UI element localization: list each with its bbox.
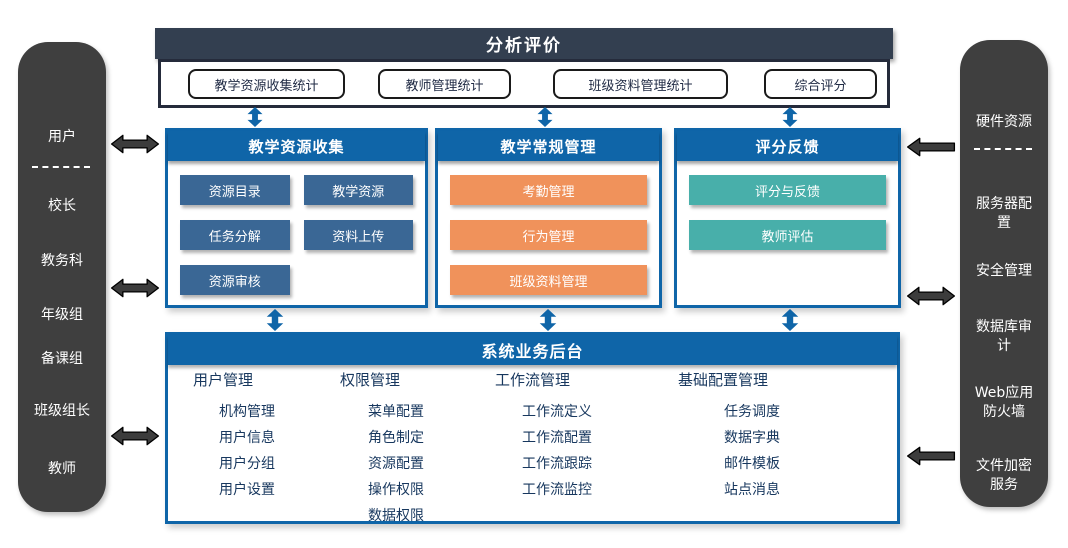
button-material-upload[interactable]: 资料上传 (303, 220, 413, 250)
vertical-double-arrow-icon (780, 107, 800, 127)
backend-item[interactable]: 任务调度 (724, 404, 780, 420)
backend-item[interactable]: 角色制定 (368, 430, 424, 446)
backend-item[interactable]: 工作流配置 (522, 430, 592, 446)
left-sidebar-item: 校长 (48, 198, 76, 214)
vertical-double-arrow-icon (780, 309, 800, 331)
backend-item[interactable]: 机构管理 (219, 404, 275, 420)
panel-routine-management: 教学常规管理 考勤管理 行为管理 班级资料管理 (435, 128, 662, 308)
backend-item[interactable]: 邮件模板 (724, 456, 780, 472)
right-sidebar-item: 服务器配置 (976, 196, 1032, 231)
group-title: 工作流管理 (495, 371, 571, 389)
panel-resource-collection: 教学资源收集 资源目录 教学资源 任务分解 资料上传 资源审核 (165, 128, 428, 308)
backend-item[interactable]: 用户信息 (219, 430, 275, 446)
group-user-management: 用户管理 机构管理 用户信息 用户分组 用户设置 (193, 369, 275, 503)
left-sidebar-item: 班级组长 (34, 403, 90, 419)
left-arrow-icon (905, 134, 957, 160)
double-arrow-icon (109, 423, 161, 449)
right-sidebar: 硬件资源 服务器配置 安全管理 数据库审计 Web应用防火墙 文件加密服务 (960, 40, 1048, 507)
group-title: 基础配置管理 (678, 371, 769, 389)
backend-section: 系统业务后台 用户管理 机构管理 用户信息 用户分组 用户设置 权限管理 菜单配… (165, 332, 900, 524)
backend-item[interactable]: 站点消息 (724, 482, 780, 498)
panel-routine-management-body: 考勤管理 行为管理 班级资料管理 (438, 161, 659, 309)
backend-item[interactable]: 工作流定义 (522, 404, 592, 420)
left-sidebar-item: 教务科 (41, 253, 83, 269)
button-task-breakdown[interactable]: 任务分解 (180, 220, 290, 250)
button-behavior-management[interactable]: 行为管理 (450, 220, 647, 250)
right-sidebar-item: Web应用防火墙 (974, 385, 1034, 420)
backend-item[interactable]: 数据字典 (724, 430, 780, 446)
panel-score-feedback-body: 评分与反馈 教师评估 (677, 161, 898, 264)
backend-item[interactable]: 菜单配置 (368, 404, 424, 420)
stat-box-class-material[interactable]: 班级资料管理统计 (553, 69, 728, 99)
right-sidebar-item: 文件加密服务 (976, 458, 1032, 493)
panel-routine-management-header: 教学常规管理 (438, 131, 659, 161)
backend-item[interactable]: 数据权限 (368, 508, 424, 524)
right-sidebar-item: 数据库审计 (976, 319, 1032, 354)
backend-item[interactable]: 用户设置 (219, 482, 275, 498)
button-resource-review[interactable]: 资源审核 (180, 265, 290, 295)
double-arrow-icon (109, 131, 161, 157)
vertical-double-arrow-icon (245, 107, 265, 127)
left-sidebar: 用户 校长 教务科 年级组 备课组 班级组长 教师 (18, 42, 106, 512)
backend-item[interactable]: 工作流跟踪 (522, 456, 592, 472)
analysis-container: 教学资源收集统计 教师管理统计 班级资料管理统计 综合评分 (158, 59, 890, 108)
group-workflow-management: 工作流管理 工作流定义 工作流配置 工作流跟踪 工作流监控 (495, 369, 592, 503)
backend-header: 系统业务后台 (168, 335, 897, 365)
vertical-double-arrow-icon (538, 309, 558, 331)
left-sidebar-divider (32, 166, 91, 168)
backend-item[interactable]: 工作流监控 (522, 482, 592, 498)
left-sidebar-item: 年级组 (41, 307, 83, 323)
backend-item[interactable]: 资源配置 (368, 456, 424, 472)
group-permission-management: 权限管理 菜单配置 角色制定 资源配置 操作权限 数据权限 (340, 369, 424, 529)
group-basic-config-management: 基础配置管理 任务调度 数据字典 邮件模板 站点消息 (678, 369, 780, 503)
left-sidebar-item: 备课组 (41, 351, 83, 367)
panel-resource-collection-body: 资源目录 教学资源 任务分解 资料上传 资源审核 (168, 161, 425, 309)
left-sidebar-item: 教师 (48, 461, 76, 477)
backend-item[interactable]: 操作权限 (368, 482, 424, 498)
button-attendance-management[interactable]: 考勤管理 (450, 175, 647, 205)
stat-box-overall-score[interactable]: 综合评分 (764, 69, 877, 99)
analysis-header: 分析评价 (155, 28, 893, 59)
double-arrow-icon (109, 275, 161, 301)
backend-item[interactable]: 用户分组 (219, 456, 275, 472)
left-arrow-icon (905, 443, 957, 469)
button-class-material-management[interactable]: 班级资料管理 (450, 265, 647, 295)
button-teacher-evaluation[interactable]: 教师评估 (689, 220, 886, 250)
stat-box-teacher-management[interactable]: 教师管理统计 (378, 69, 511, 99)
button-resource-catalog[interactable]: 资源目录 (180, 175, 290, 205)
vertical-double-arrow-icon (265, 309, 285, 331)
right-sidebar-item: 安全管理 (976, 263, 1032, 279)
button-score-and-feedback[interactable]: 评分与反馈 (689, 175, 886, 205)
button-teaching-resource[interactable]: 教学资源 (303, 175, 413, 205)
panel-score-feedback: 评分反馈 评分与反馈 教师评估 (674, 128, 901, 308)
group-title: 用户管理 (193, 371, 254, 389)
panel-resource-collection-header: 教学资源收集 (168, 131, 425, 161)
left-sidebar-title: 用户 (48, 129, 76, 145)
vertical-double-arrow-icon (535, 107, 555, 127)
panel-score-feedback-header: 评分反馈 (677, 131, 898, 161)
group-title: 权限管理 (340, 371, 401, 389)
double-arrow-icon (905, 283, 957, 309)
right-sidebar-title: 硬件资源 (976, 114, 1032, 130)
right-sidebar-divider (974, 148, 1033, 150)
stat-box-resource-collection[interactable]: 教学资源收集统计 (188, 69, 345, 99)
